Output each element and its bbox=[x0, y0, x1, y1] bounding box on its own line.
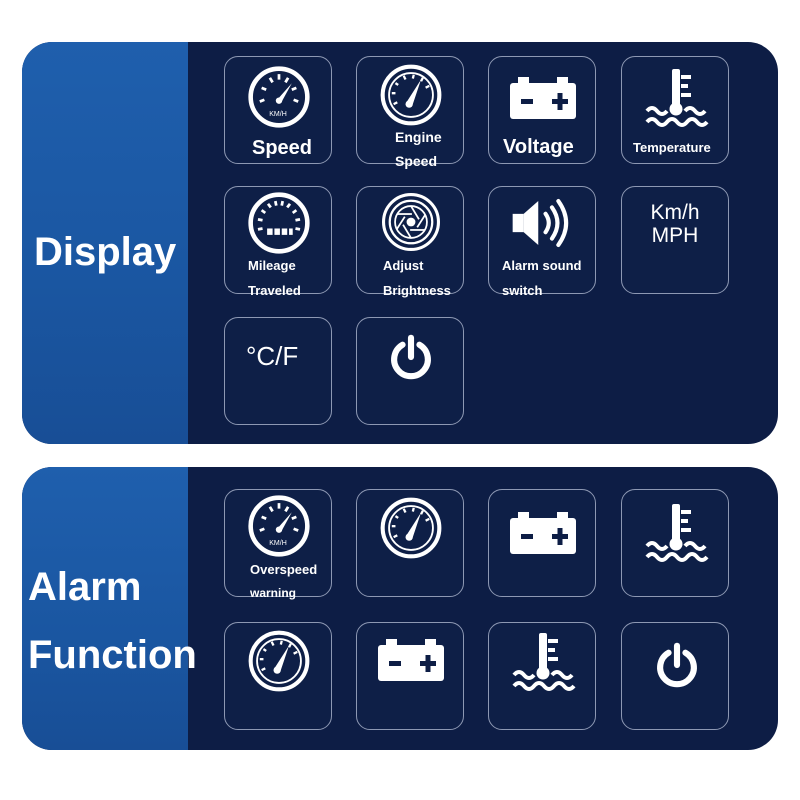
display-sidebar: Display bbox=[22, 42, 188, 444]
odometer-icon bbox=[247, 191, 311, 255]
speed-tile[interactable]: KM/H Speed bbox=[224, 56, 332, 164]
alarm-panel: Alarm Function KM/H Overspeed warning bbox=[22, 467, 778, 750]
gauge-unit-label: KM/H bbox=[269, 111, 287, 118]
battery-icon bbox=[376, 639, 446, 683]
temperature-label: Temperature bbox=[633, 140, 711, 155]
coolant-temperature-icon bbox=[641, 67, 711, 127]
alarm-power-tile[interactable] bbox=[621, 622, 729, 730]
display-title: Display bbox=[34, 230, 177, 274]
overspeed-label-line2: warning bbox=[250, 586, 297, 600]
brightness-label-line1: Adjust bbox=[383, 258, 424, 273]
battery-icon bbox=[508, 77, 578, 121]
alarm-title-line1: Alarm bbox=[28, 565, 142, 609]
tachometer-icon bbox=[379, 496, 443, 560]
mileage-tile[interactable]: Mileage Traveled bbox=[224, 186, 332, 298]
alarm-title: Alarm Function bbox=[28, 553, 197, 689]
alarm-sound-label-line2: switch bbox=[502, 283, 543, 298]
power-icon bbox=[654, 642, 700, 688]
mileage-label-line1: Mileage bbox=[248, 258, 296, 273]
tachometer-icon bbox=[247, 629, 311, 693]
alarm-sound-tile[interactable]: Alarm sound switch bbox=[488, 186, 596, 298]
engine-speed-tile[interactable]: Engine Speed bbox=[356, 56, 464, 169]
alarm-sound-label-line1: Alarm sound bbox=[502, 258, 582, 273]
brightness-tile[interactable]: Adjust Brightness bbox=[356, 186, 464, 298]
display-panel: Display KM/H Speed Engine Speed Voltage … bbox=[22, 42, 778, 444]
speed-label: Speed bbox=[252, 137, 313, 159]
coolant-temperature-icon bbox=[508, 631, 578, 691]
display-power-tile[interactable] bbox=[356, 317, 464, 425]
voltage-tile[interactable]: Voltage bbox=[488, 56, 596, 164]
coolant-alarm-tile-2[interactable] bbox=[488, 622, 596, 730]
power-icon bbox=[388, 334, 434, 380]
speedometer-kmh-icon bbox=[247, 65, 311, 129]
unit-kmh-text: Km/h bbox=[650, 201, 700, 224]
mileage-label-line2: Traveled bbox=[248, 283, 301, 298]
coolant-temperature-icon bbox=[641, 502, 711, 562]
tachometer-alarm-tile-2[interactable] bbox=[224, 622, 332, 730]
engine-speed-alarm-tile[interactable] bbox=[356, 489, 464, 597]
gauge-unit-label: KM/H bbox=[269, 540, 287, 547]
temperature-alarm-tile[interactable] bbox=[621, 489, 729, 597]
tachometer-icon bbox=[379, 63, 443, 127]
engine-speed-label-line2: Speed bbox=[395, 153, 438, 169]
alarm-title-line2: Function bbox=[28, 633, 197, 677]
engine-speed-label-line1: Engine bbox=[395, 129, 442, 145]
temperature-tile[interactable]: Temperature bbox=[621, 56, 729, 164]
battery-icon bbox=[508, 512, 578, 556]
brightness-label-line2: Brightness bbox=[383, 283, 451, 298]
overspeed-label-line1: Overspeed bbox=[250, 562, 318, 577]
unit-mph-text: MPH bbox=[651, 224, 699, 247]
unit-toggle-tile[interactable]: Km/h MPH bbox=[621, 186, 729, 294]
temperature-unit-text: °C/F bbox=[246, 341, 299, 371]
speedometer-kmh-icon bbox=[247, 494, 311, 558]
voltage-label: Voltage bbox=[503, 136, 574, 158]
battery-alarm-tile-2[interactable] bbox=[356, 622, 464, 730]
overspeed-warning-tile[interactable]: KM/H Overspeed warning bbox=[224, 489, 332, 600]
alarm-sidebar: Alarm Function bbox=[22, 467, 197, 750]
voltage-alarm-tile[interactable] bbox=[488, 489, 596, 597]
brightness-aperture-icon bbox=[380, 191, 442, 253]
speaker-icon bbox=[509, 195, 573, 251]
temperature-unit-tile[interactable]: °C/F bbox=[224, 317, 332, 425]
